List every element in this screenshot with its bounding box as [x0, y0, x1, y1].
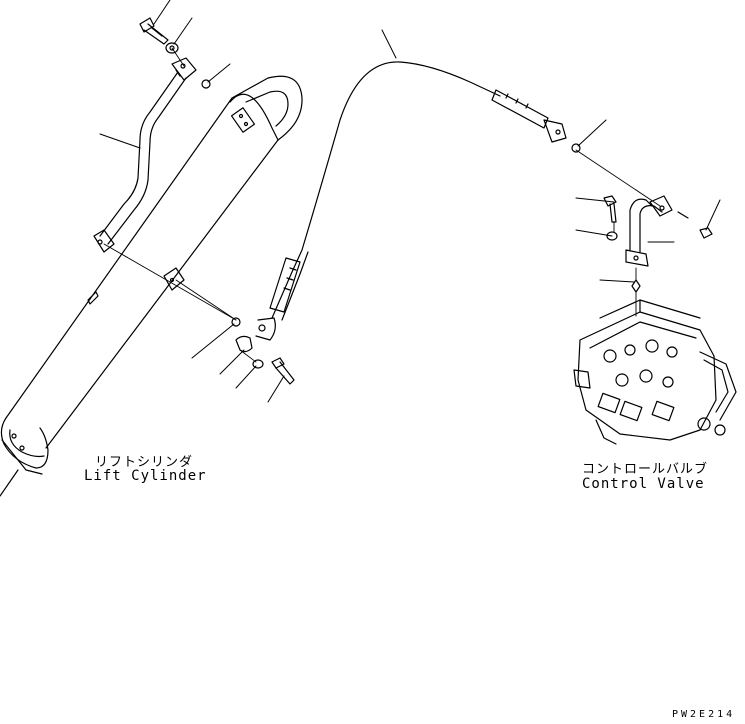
- right-nut: [699, 227, 713, 239]
- lower-bolt: [271, 357, 295, 385]
- leader-lines: [99, 0, 721, 403]
- top-bolt: [139, 17, 169, 45]
- drawing-code: PW2E214: [672, 709, 736, 720]
- top-washer: [165, 42, 179, 54]
- lower-oring: [231, 317, 241, 327]
- lift-cylinder: [0, 75, 303, 497]
- lift-cylinder-label-en: Lift Cylinder: [84, 468, 207, 484]
- upper-left-tube: [93, 57, 197, 253]
- top-oring: [201, 79, 211, 89]
- lower-washer: [252, 359, 264, 369]
- control-valve: [573, 299, 737, 445]
- center-lines: [103, 47, 661, 363]
- long-hose: [255, 61, 567, 341]
- right-washer: [606, 231, 618, 241]
- hose-oring: [571, 143, 581, 153]
- lower-split-flange: [235, 335, 253, 353]
- lift-cylinder-label-jp: リフトシリンダ: [95, 455, 194, 470]
- control-valve-label-jp: コントロールバルブ: [582, 462, 709, 477]
- control-valve-label-en: Control Valve: [582, 476, 705, 492]
- right-tube: [625, 195, 689, 267]
- right-bolt: [603, 195, 617, 223]
